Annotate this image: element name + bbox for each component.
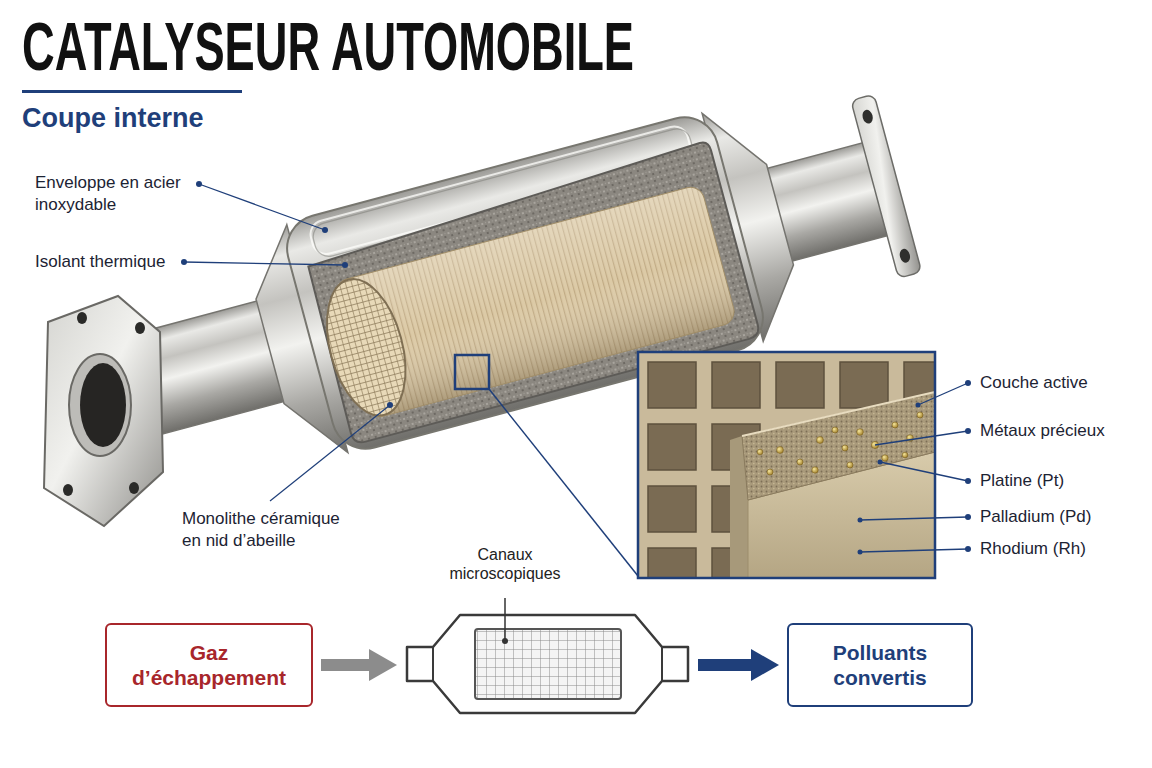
layer-label: Palladium (Pd) — [980, 506, 1092, 528]
diagram-title: CATALYSEUR AUTOMOBILE — [22, 12, 634, 80]
bolt-hole — [129, 482, 139, 494]
layer-leader-dots — [858, 380, 972, 555]
flow-arrow — [698, 659, 753, 671]
honeycomb-cells — [648, 362, 935, 578]
outlet-flange — [851, 94, 922, 278]
part-label: Monolithe céramique en nid d’abeille — [182, 508, 357, 552]
inset-frame — [638, 352, 935, 578]
part-label: Enveloppe en acier inoxydable — [35, 172, 207, 216]
icon-leader-dot — [502, 638, 508, 644]
layer-label: Rhodium (Rh) — [980, 538, 1086, 560]
leader-dot — [342, 262, 348, 268]
insulation-layer — [302, 141, 761, 445]
icon-leader — [504, 598, 506, 639]
honeycomb-face — [313, 270, 419, 424]
input-box: Gaz d’échappement — [105, 623, 313, 707]
subtitle: Coupe interne — [22, 101, 204, 136]
leader-line — [184, 262, 345, 265]
icon-channels — [475, 629, 621, 699]
flange-bore — [69, 354, 131, 456]
bolt-hole — [77, 312, 87, 324]
converter-outline — [405, 595, 690, 717]
output-box: Polluants convertis — [787, 623, 973, 707]
box-text: Gaz d’échappement — [122, 640, 297, 690]
bolt-hole — [898, 248, 911, 264]
converter-icon-outline — [407, 615, 688, 713]
layer-leaders — [860, 383, 968, 552]
title-rule — [22, 90, 242, 93]
active-coating — [742, 392, 935, 500]
layer-label: Couche active — [980, 372, 1088, 394]
pipe-opening — [80, 363, 126, 447]
flow-arrow — [321, 659, 371, 671]
zoom-inset — [638, 352, 971, 594]
bolt-hole — [63, 484, 73, 496]
bolt-hole — [135, 322, 145, 334]
leader-dot — [387, 402, 393, 408]
part-label: Isolant thermique — [35, 251, 165, 273]
icon-label: Canaux microscopiques — [425, 545, 585, 583]
zoom-marker — [455, 355, 489, 389]
bolt-hole — [861, 109, 874, 125]
leader-line — [270, 405, 390, 501]
leader-line — [199, 184, 325, 230]
inlet-flange — [44, 296, 163, 526]
leader-dot — [322, 227, 328, 233]
converter-icon: Canaux microscopiques — [405, 545, 690, 715]
box-text: Polluants convertis — [805, 640, 955, 690]
coating-edge — [742, 392, 935, 436]
layer-label: Platine (Pt) — [980, 470, 1064, 492]
layer-label: Métaux précieux — [980, 420, 1105, 442]
part-leaders — [181, 181, 393, 501]
